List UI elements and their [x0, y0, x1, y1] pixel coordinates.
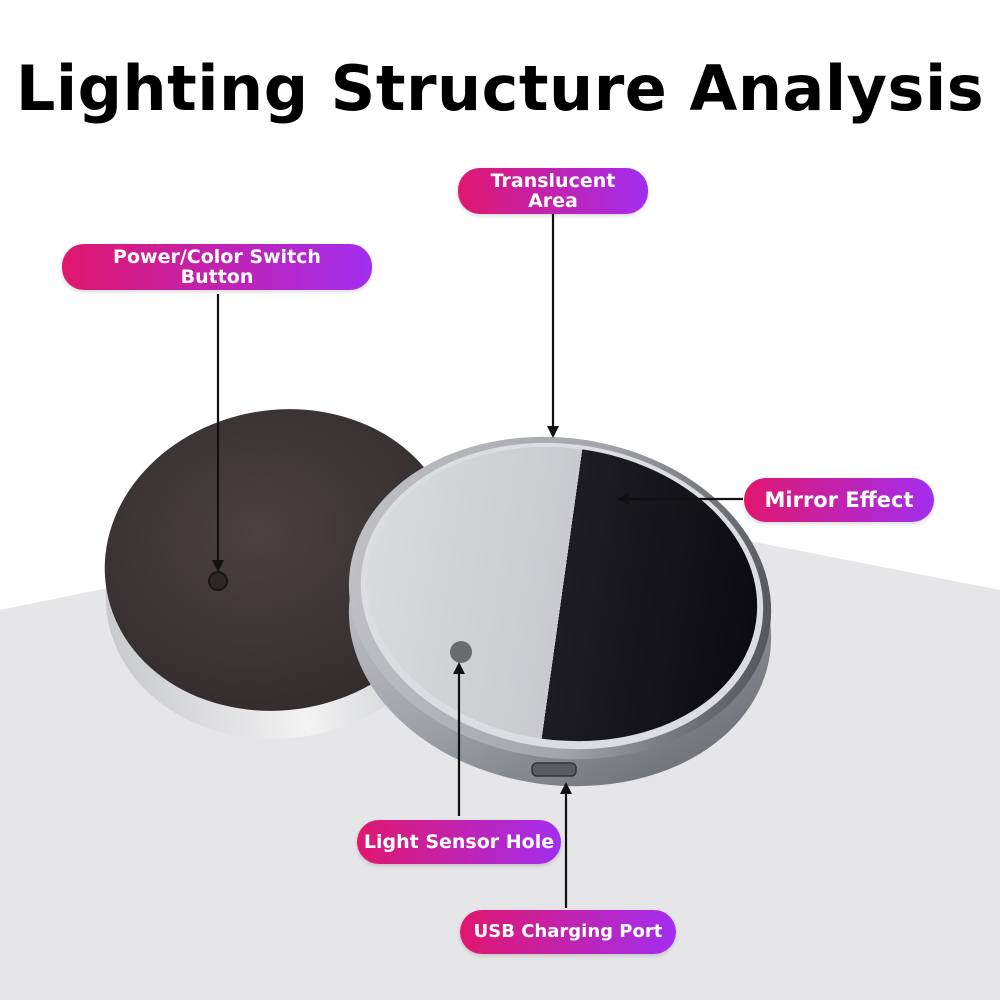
label-translucent-area: Translucent Area — [458, 168, 648, 214]
label-mirror-text: Mirror Effect — [764, 488, 914, 512]
label-usb-port: USB Charging Port — [460, 910, 676, 954]
light-sensor-hole — [450, 641, 472, 663]
label-mirror-effect: Mirror Effect — [744, 478, 934, 522]
label-power-line2: Button — [180, 266, 254, 288]
label-light-sensor: Light Sensor Hole — [357, 820, 561, 864]
label-sensor-text: Light Sensor Hole — [363, 831, 555, 853]
label-translucent-line1: Translucent — [490, 170, 616, 192]
right-coaster — [348, 436, 772, 787]
usb-port — [531, 762, 577, 777]
label-usb-text: USB Charging Port — [473, 921, 663, 942]
label-power-button: Power/Color Switch Button — [62, 244, 372, 290]
label-translucent-line2: Area — [528, 190, 578, 212]
label-power-line1: Power/Color Switch — [113, 246, 321, 268]
power-button — [208, 571, 228, 591]
page-title: Lighting Structure Analysis — [15, 52, 985, 125]
